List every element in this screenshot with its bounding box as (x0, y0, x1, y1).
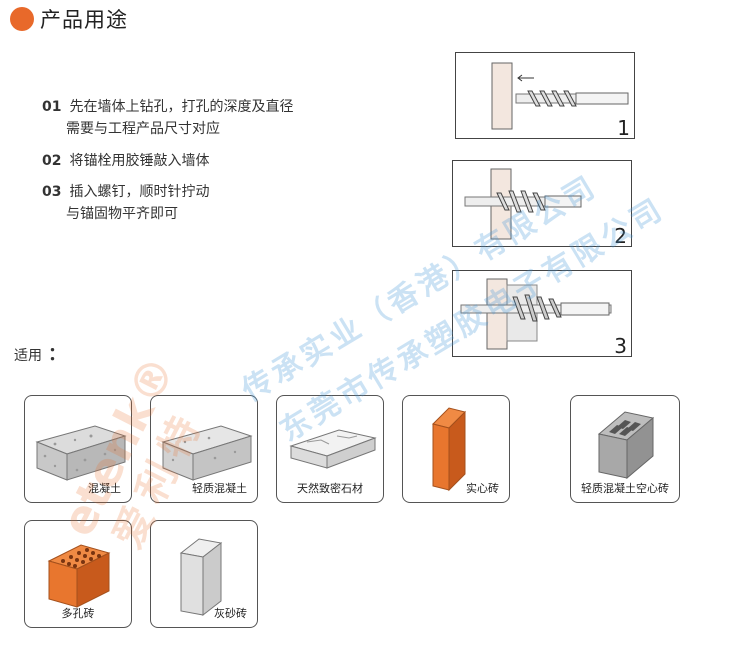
light-concrete-block-icon (161, 425, 253, 481)
material-sand-lime-brick: 灰砂砖 (150, 520, 258, 628)
installation-diagram-2: 2 (452, 160, 632, 248)
step-1: 01 先在墙体上钻孔，打孔的深度及直径 需要与工程产品尺寸对应 (42, 96, 293, 140)
porous-brick-icon (47, 544, 111, 608)
anchor-inserted-illustration (464, 168, 582, 240)
material-concrete: 混凝土 (24, 395, 132, 503)
material-natural-stone: 天然致密石材 (276, 395, 384, 503)
step-text-line2: 与锚固物平齐即可 (66, 206, 178, 222)
step-text-line1: 将锚栓用胶锤敲入墙体 (69, 153, 210, 169)
diagram-number: 1 (617, 116, 630, 140)
step-3: 03 插入螺钉，顺时针拧动 与锚固物平齐即可 (42, 181, 209, 225)
applicable-label: 适用 ： (14, 340, 66, 366)
step-text-line2: 需要与工程产品尺寸对应 (66, 121, 220, 137)
material-porous-brick: 多孔砖 (24, 520, 132, 628)
concrete-block-icon (35, 425, 127, 481)
section-bullet-icon (10, 7, 34, 31)
material-label: 轻质混凝土 (192, 482, 247, 495)
material-label: 混凝土 (88, 482, 121, 495)
stone-slab-icon (289, 429, 377, 469)
material-label: 轻质混凝土空心砖 (581, 482, 669, 495)
material-hollow-block: 轻质混凝土空心砖 (570, 395, 680, 503)
step-text-line1: 先在墙体上钻孔，打孔的深度及直径 (69, 99, 294, 115)
hollow-block-icon (597, 411, 655, 480)
material-solid-brick: 实心砖 (402, 395, 510, 503)
material-label: 天然致密石材 (297, 482, 363, 495)
diagram-number: 3 (614, 334, 627, 358)
anchor-approach-illustration (491, 62, 629, 130)
step-number: 03 (42, 184, 62, 200)
installation-diagram-3: 3 (452, 270, 632, 358)
step-number: 01 (42, 99, 62, 115)
applicable-colon: ： (48, 344, 66, 365)
installation-diagram-1: 1 (455, 52, 635, 140)
solid-brick-icon (432, 407, 466, 492)
section-title: 产品用途 (40, 8, 128, 32)
screw-fastened-illustration (460, 278, 612, 350)
step-2: 02 将锚栓用胶锤敲入墙体 (42, 150, 209, 172)
material-light-concrete: 轻质混凝土 (150, 395, 258, 503)
material-label: 灰砂砖 (214, 607, 247, 620)
step-text-line1: 插入螺钉，顺时针拧动 (69, 184, 210, 200)
step-number: 02 (42, 153, 62, 169)
material-label: 实心砖 (466, 482, 499, 495)
diagram-number: 2 (614, 224, 627, 248)
applicable-text: 适用 (14, 348, 42, 364)
sand-lime-brick-icon (179, 538, 223, 617)
material-label: 多孔砖 (61, 607, 95, 620)
